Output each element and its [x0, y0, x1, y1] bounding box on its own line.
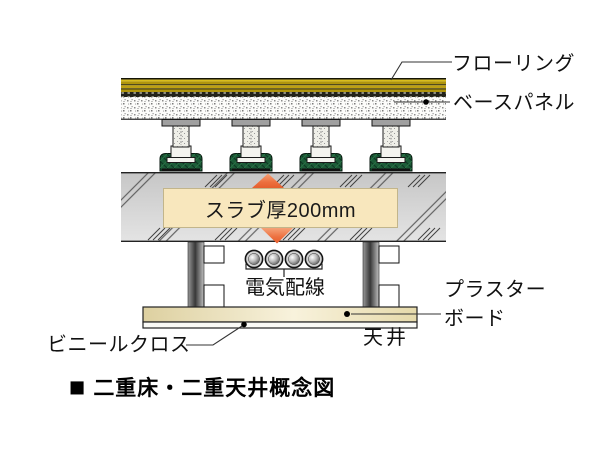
thickness-arrow-down-icon [261, 228, 293, 244]
caption-text: 二重床・二重天井概念図 [93, 377, 336, 400]
leader-lines [186, 61, 452, 346]
caption-square-marker: ■ [69, 372, 87, 402]
vinyl-cloth-leader-line [186, 325, 243, 346]
flooring-label: フローリング [452, 53, 575, 75]
diagram-caption: ■ 二重床・二重天井概念図 [69, 372, 335, 402]
flooring-leader-line [390, 61, 452, 81]
support-post [159, 118, 203, 172]
plasterboard-leader-dot [344, 311, 350, 317]
vinyl-cloth-layer [142, 321, 418, 329]
thickness-arrow-up-icon [252, 173, 284, 188]
vinyl-cloth-leader-dot [241, 321, 247, 328]
base-panel-leader-dot [423, 99, 429, 105]
base-panel-layer [121, 97, 446, 120]
ceiling-label: 天井 [363, 327, 409, 349]
support-post [229, 118, 273, 172]
electrical-wiring-label: 電気配線 [245, 277, 325, 299]
plasterboard-label-line1: プラスター [444, 279, 547, 301]
flooring-layer [121, 78, 446, 97]
support-post [369, 118, 413, 172]
floor-support-posts [159, 118, 413, 172]
wiring-conduits [244, 249, 324, 277]
support-post [299, 118, 343, 172]
vinyl-cloth-label: ビニールクロス [47, 334, 191, 356]
base-panel-label: ベースパネル [453, 92, 575, 114]
slab-thickness-label: スラブ厚200mm [163, 188, 398, 228]
ceiling-hangers [187, 241, 400, 308]
plasterboard-label: プラスター ボード [444, 276, 546, 334]
plasterboard-label-line2: ボード [444, 308, 506, 330]
